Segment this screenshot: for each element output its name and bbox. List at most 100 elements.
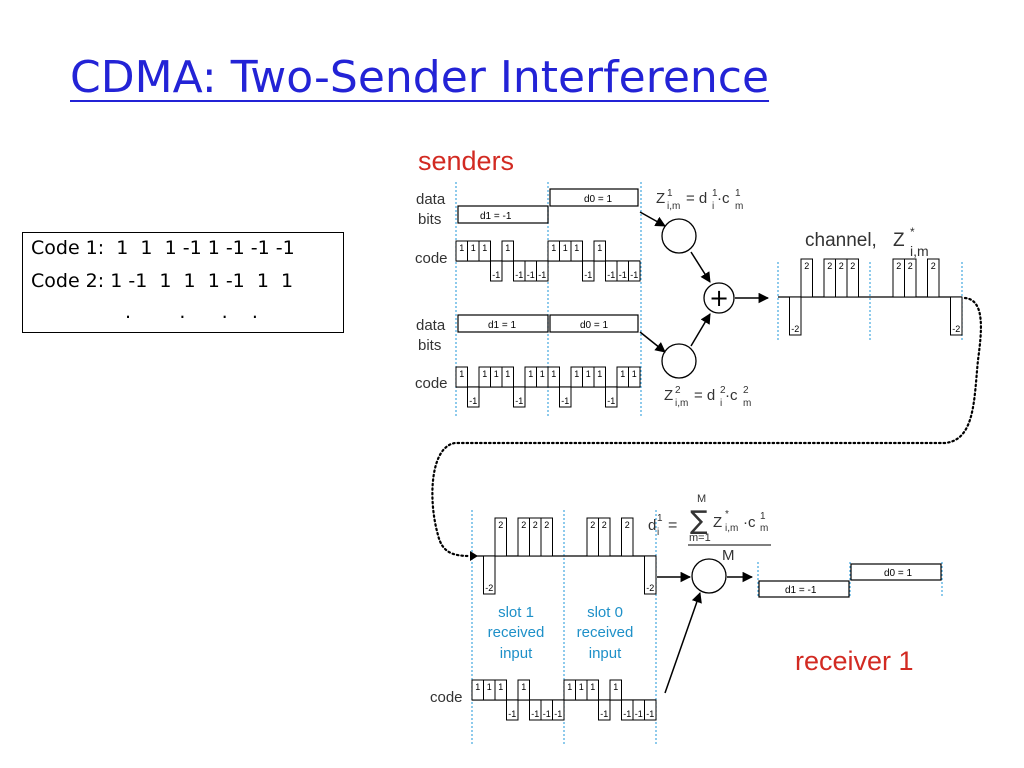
channel-chip-label: 2: [804, 261, 809, 271]
slot0-label-line3: input: [589, 645, 622, 662]
s1-code-chip: [593, 240, 606, 262]
channel-chip-label: -2: [791, 324, 799, 334]
channel-chip: [950, 296, 963, 336]
channel-chip-label: 2: [931, 261, 936, 271]
receiver-code-chip: [552, 699, 565, 721]
s2-code-chip-label: 1: [540, 369, 545, 379]
s2-data-slot1-label: d1 = 1: [488, 320, 517, 331]
receiver-code-chip-label: 1: [475, 682, 480, 692]
s2-data-arrow: [639, 331, 666, 353]
s2-code-chip-label: 1: [620, 369, 625, 379]
s2-code-chip-label: 1: [574, 369, 579, 379]
receiver-code-chip-label: -1: [635, 709, 643, 719]
svg-text:1: 1: [712, 188, 718, 199]
s2-data-label: data: [416, 317, 446, 334]
receiver-code-chip-label: -1: [508, 709, 516, 719]
slot1-label-line1: slot 1: [498, 604, 534, 621]
svg-text:1: 1: [657, 513, 663, 524]
svg-text:i: i: [657, 527, 659, 538]
receiver-code-chip: [609, 679, 622, 701]
svg-text:*: *: [725, 509, 729, 520]
s1-multiplier-circle: [661, 218, 697, 254]
receiver-code-chip-label: 1: [590, 682, 595, 692]
sum-icon: ∑: [690, 506, 708, 536]
received-chip-label: 2: [533, 520, 538, 530]
s1-code-chip: [570, 240, 583, 262]
svg-text:1: 1: [735, 188, 741, 199]
svg-text:2: 2: [743, 385, 749, 396]
received-chip-label: 2: [625, 520, 630, 530]
s1-data-slot1: [457, 205, 549, 224]
channel-chip-label: 2: [827, 261, 832, 271]
channel-chip: [800, 258, 813, 298]
s1-to-adder-arrow: [690, 251, 711, 283]
channel-chip: [904, 258, 917, 298]
received-chip-label: -2: [646, 583, 654, 593]
receiver-code-chip-label: -1: [600, 709, 608, 719]
s1-code-label: code: [415, 250, 448, 267]
s2-code-chip-label: 1: [505, 369, 510, 379]
s2-data-slot1: [457, 314, 549, 333]
adder-circle: [703, 282, 735, 314]
svg-text:i: i: [720, 398, 722, 409]
svg-text:d: d: [648, 517, 656, 534]
svg-text:Z: Z: [713, 514, 722, 531]
receiver-code-chip-label: 1: [613, 682, 618, 692]
code-1-line: Code 1: 1 1 1 -1 1 -1 -1 -1: [31, 237, 295, 259]
s1-code-chip: [478, 240, 491, 262]
s2-code-chip-label: 1: [632, 369, 637, 379]
slot1-label-line2: received: [488, 624, 545, 641]
channel-chip: [789, 296, 802, 336]
s1-code-chip-label: -1: [584, 270, 592, 280]
plus-icon: +: [709, 284, 729, 312]
output-slot0-bit: [850, 563, 942, 581]
svg-text:M: M: [697, 493, 706, 505]
receiver-code-chip: [598, 699, 611, 721]
s1-code-chip-label: -1: [492, 270, 500, 280]
output-slot1-bit: [758, 580, 850, 598]
channel-chip-label: -2: [952, 324, 960, 334]
received-chip: [598, 517, 611, 557]
s2-bits-label: bits: [418, 337, 441, 354]
received-chip: [483, 555, 496, 595]
s2-code-chip-label: 1: [528, 369, 533, 379]
s2-multiplier-circle: [661, 343, 697, 379]
received-chip: [494, 517, 507, 557]
receiver-code-chip: [494, 679, 507, 701]
receiver-code-chip: [586, 679, 599, 701]
s1-code-chip-label: 1: [597, 243, 602, 253]
receiver-code-chip-label: -1: [531, 709, 539, 719]
code-to-multiplier-arrow: [664, 592, 702, 694]
code-2-line: Code 2: 1 -1 1 1 1 -1 1 1: [31, 270, 294, 292]
svg-text:Z: Z: [664, 387, 673, 404]
s1-data-slot1-label: d1 = -1: [480, 211, 512, 222]
received-chip-label: 2: [544, 520, 549, 530]
received-chip: [621, 517, 634, 557]
s2-code-chip: [605, 386, 618, 408]
s2-data-slot0-label: d0 = 1: [580, 320, 609, 331]
s2-code-chip-label: -1: [469, 396, 477, 406]
output-slot-dividers: [757, 562, 943, 598]
receiver-label: receiver 1: [795, 646, 914, 676]
svg-text:i,m: i,m: [910, 243, 929, 259]
s2-code-chip: [455, 366, 468, 388]
channel-chip-label: 2: [839, 261, 844, 271]
s1-code-chip-label: 1: [471, 243, 476, 253]
s1-code-chip-label: 1: [482, 243, 487, 253]
s2-code-chip-label: 1: [482, 369, 487, 379]
channel-chip-label: 2: [850, 261, 855, 271]
svg-text:Z: Z: [656, 190, 665, 207]
svg-text:i,m: i,m: [667, 201, 680, 212]
s1-data-slot0-label: d0 = 1: [584, 194, 613, 205]
svg-text:channel,: channel,: [805, 230, 877, 251]
channel-label: channel, Z * i,m: [805, 225, 929, 259]
s1-bits-label: bits: [418, 211, 441, 228]
receiver-code-chip-label: -1: [623, 709, 631, 719]
received-chip-label: -2: [485, 583, 493, 593]
s1-code-chip-label: 1: [505, 243, 510, 253]
